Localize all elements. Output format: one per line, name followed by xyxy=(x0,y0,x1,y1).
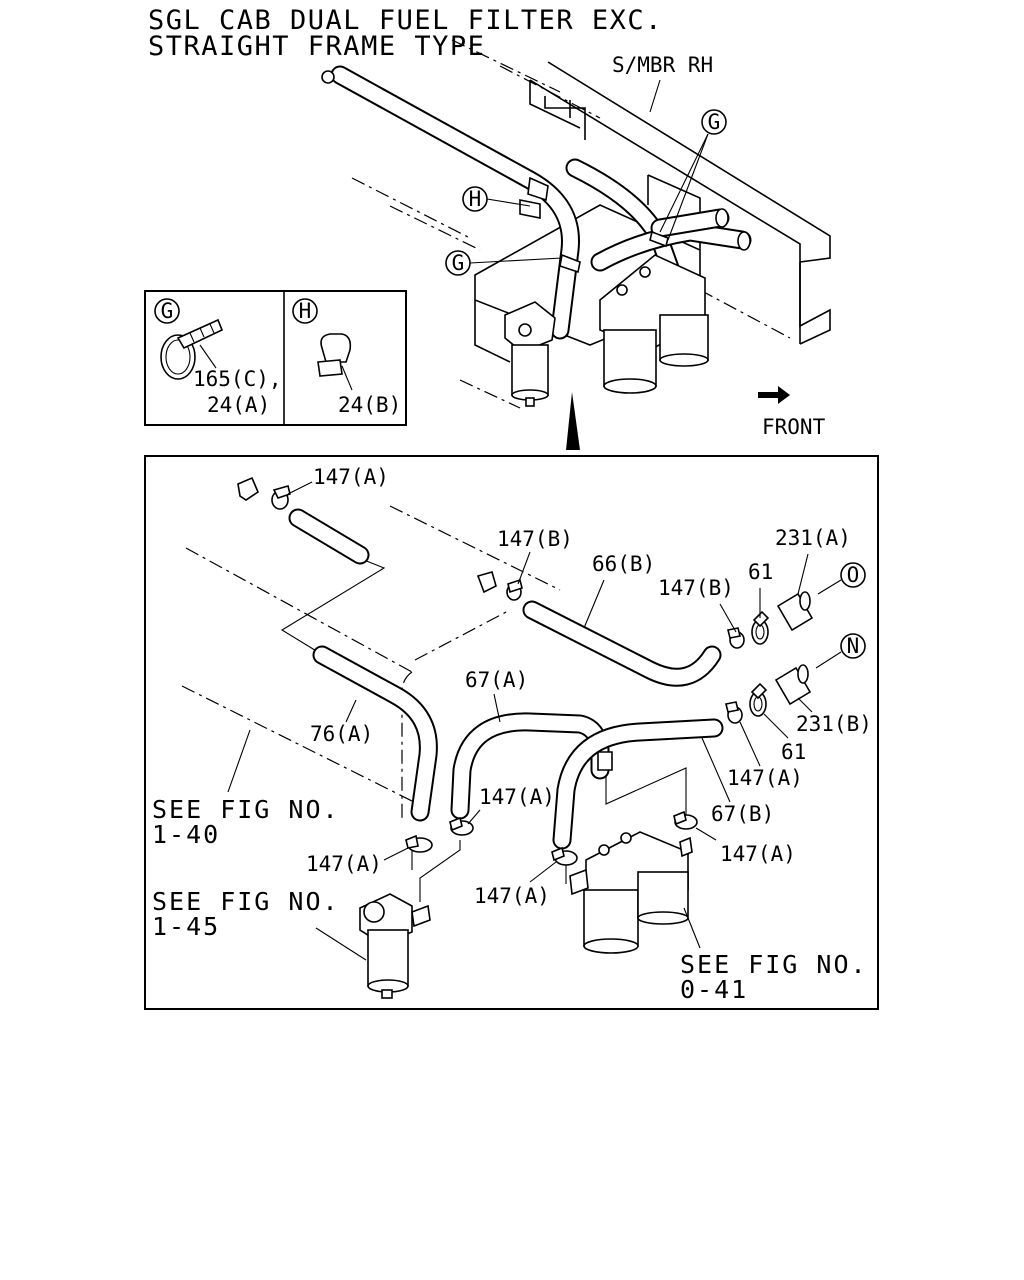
front-arrow-icon xyxy=(758,386,790,404)
label-147a-left: 147(A) xyxy=(306,852,382,876)
clamp-61-bottom xyxy=(749,682,768,717)
see-fig-c-line1: SEE FIG NO. xyxy=(680,950,868,979)
detail-exploded-view: O N 147(A) 147(B) 66(B) 147(B) 61 231(A)… xyxy=(144,455,879,1010)
clip-147a-top xyxy=(271,485,291,510)
label-67b: 67(B) xyxy=(711,802,774,826)
band-g-left xyxy=(559,253,581,274)
ref-o-circle xyxy=(840,562,866,588)
clip-147a-left xyxy=(405,834,433,853)
label-61-top: 61 xyxy=(748,560,773,584)
hose-clip-icon xyxy=(320,333,352,363)
ref-n-circle xyxy=(840,633,866,659)
inset-h-letter: H xyxy=(299,299,312,323)
diagram-title-line1: SGL CAB DUAL FUEL FILTER EXC. xyxy=(148,5,663,36)
nipple-lower xyxy=(597,751,613,771)
clip-147a-right xyxy=(725,701,743,724)
hose-67b xyxy=(552,718,724,850)
inset-g-label2: 24(A) xyxy=(207,393,270,417)
detail-dual-filter xyxy=(569,831,693,954)
see-fig-b-line1: SEE FIG NO. xyxy=(152,887,340,916)
top-assembly-view: G H G S/MBR RH FRONT xyxy=(321,39,831,450)
hose-upper-short xyxy=(288,508,370,565)
inset-h-circle xyxy=(292,298,318,324)
label-147b-mid: 147(B) xyxy=(497,527,573,551)
label-147a-right: 147(A) xyxy=(727,766,803,790)
hose-66b xyxy=(522,600,722,687)
see-fig-a-line1: SEE FIG NO. xyxy=(152,795,340,824)
top-dual-filter xyxy=(599,254,709,394)
see-fig-a-line2: 1-40 xyxy=(152,820,220,849)
hose-76a xyxy=(312,645,438,822)
top-single-filter xyxy=(504,301,556,407)
ref-o-letter: O xyxy=(847,563,860,587)
front-label: FRONT xyxy=(762,415,826,439)
see-fig-c-line2: 0-41 xyxy=(680,975,748,1004)
cable-band-icon xyxy=(160,334,196,380)
callout-g-top-letter: G xyxy=(708,110,721,134)
label-147a-bottom: 147(A) xyxy=(474,884,550,908)
label-76a: 76(A) xyxy=(310,722,373,746)
label-231b: 231(B) xyxy=(796,712,872,736)
label-147a-top: 147(A) xyxy=(313,465,389,489)
clip-147b-right xyxy=(727,627,745,649)
clip-h-top xyxy=(527,176,549,202)
clip-147a-mid xyxy=(449,816,474,836)
label-147a-far-right: 147(A) xyxy=(720,842,796,866)
diagram-title-line2: STRAIGHT FRAME TYPE xyxy=(148,31,485,62)
label-61-bottom: 61 xyxy=(781,740,806,764)
clip-h-mount xyxy=(519,199,541,219)
callout-h-letter: H xyxy=(469,187,482,211)
inset-g-label1: 165(C), xyxy=(193,367,282,391)
side-member-rh xyxy=(529,61,831,345)
inset-g-letter: G xyxy=(161,299,174,323)
band-g-right xyxy=(649,230,669,248)
label-66b: 66(B) xyxy=(592,552,655,576)
clip-147a-far-right xyxy=(673,810,698,830)
see-fig-b-line2: 1-45 xyxy=(152,912,220,941)
nipple-mid xyxy=(476,571,497,594)
hose-joint-231b xyxy=(774,664,812,706)
label-67a: 67(A) xyxy=(465,668,528,692)
clip-147a-bottom xyxy=(551,846,578,866)
inset-legend: G 165(C), 24(A) H 24(B) xyxy=(144,290,407,426)
clip-147b-mid xyxy=(506,578,523,601)
detail-pointer-icon xyxy=(566,392,580,450)
nipple-top xyxy=(237,476,259,501)
label-231a: 231(A) xyxy=(775,526,851,550)
clamp-61-top xyxy=(751,610,770,645)
side-member-label: S/MBR RH xyxy=(612,53,713,77)
callout-g-left-letter: G xyxy=(452,251,465,275)
hose-joint-231a xyxy=(776,591,814,632)
detail-frame xyxy=(144,455,879,1010)
label-147a-mid: 147(A) xyxy=(479,785,555,809)
detail-single-filter xyxy=(359,893,431,999)
inset-g-circle xyxy=(154,298,180,324)
label-147b-right: 147(B) xyxy=(658,576,734,600)
inset-h-label: 24(B) xyxy=(338,393,401,417)
callout-g-top-circle xyxy=(701,109,727,135)
ref-n-letter: N xyxy=(847,634,860,658)
